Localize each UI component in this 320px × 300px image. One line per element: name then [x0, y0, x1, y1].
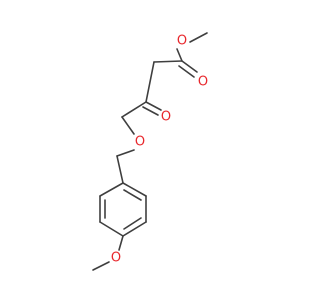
atom-label-o-ketone: O	[159, 110, 173, 125]
bond-carbonyl-c-ch2	[153, 60, 183, 63]
bond-o-methoxy-methyl	[92, 261, 110, 271]
atom-label-text: O	[135, 135, 145, 150]
molecule-structure: O O O O O	[92, 32, 210, 271]
ring-inner-double-1	[123, 189, 142, 201]
ring-bond-3	[122, 221, 147, 237]
bond-o-ester-carbonyl-c	[176, 48, 183, 62]
bond-ketone-double-2	[142, 106, 159, 116]
bond-ketone-c-ch2	[121, 101, 147, 118]
atom-label-text: O	[177, 34, 187, 49]
atom-label-text: O	[161, 110, 171, 125]
atom-label-o-ester: O	[175, 34, 189, 49]
atom-label-text: O	[111, 251, 121, 266]
bond-methyl-o-ester	[189, 32, 208, 43]
ring-bond-6	[99, 182, 124, 197]
bond-ketone-double-1	[145, 101, 162, 111]
bond-ch2-benzyl-ring	[116, 155, 124, 184]
bond-ch2-ketone-c	[145, 61, 155, 103]
atom-label-o-carbonyl-ester: O	[196, 75, 210, 90]
ring-bond-1	[122, 182, 147, 197]
atom-label-o-methoxy: O	[109, 251, 123, 266]
atom-label-o-ether: O	[133, 135, 147, 150]
bond-carbonyl-c-o-double-1	[181, 60, 198, 73]
atom-label-text: O	[198, 75, 208, 90]
bond-o-ether-ch2-benzyl	[116, 149, 135, 157]
ring-bond-4	[99, 221, 124, 237]
bond-ch2-o-ether	[121, 116, 135, 135]
ring-inner-double-2	[123, 217, 142, 230]
bond-ring-o-methoxy	[118, 235, 124, 251]
bond-carbonyl-c-o-double-2	[178, 65, 195, 78]
